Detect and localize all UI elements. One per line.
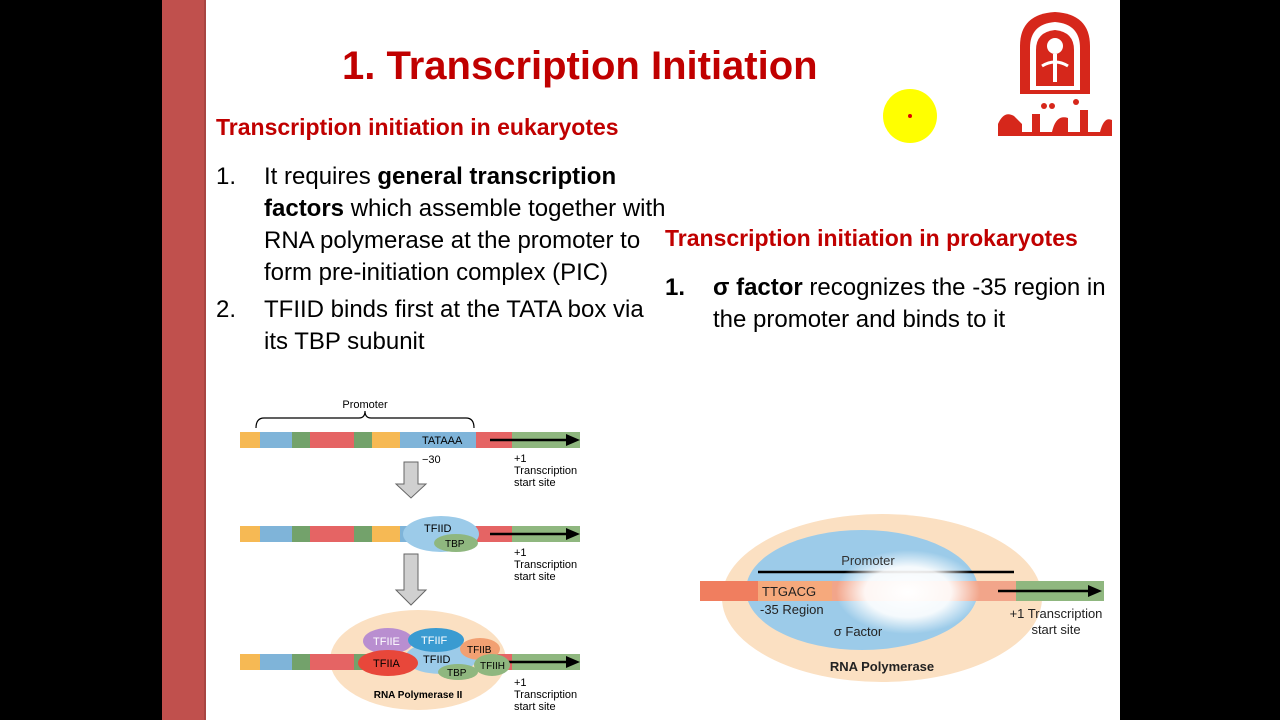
item-bold-text: general transcription factors — [264, 163, 617, 222]
tbp-shape — [434, 534, 478, 552]
laser-pointer-highlight — [883, 89, 937, 143]
ttgacg-label: TTGACG — [762, 584, 816, 599]
start-site-label-line3: start site — [514, 477, 556, 489]
pointer-dot — [908, 114, 912, 118]
item-text: It requires — [264, 163, 378, 190]
eukaryotic-initiation-diagram: Promoter TATAAA −30 +1 Transcription sta… — [240, 399, 580, 713]
start-site-label-line1: +1 Transcription — [1010, 606, 1103, 621]
tfiif-shape — [408, 628, 464, 652]
promoter-brace — [255, 410, 475, 429]
start-site-label-line1: +1 — [514, 677, 527, 689]
university-logo-icon — [992, 6, 1118, 142]
slide-title: 1. Transcription Initiation — [342, 44, 818, 88]
item-number: 1. — [665, 274, 686, 301]
prokaryotes-list: 1. σ factor recognizes the -35 region in… — [665, 272, 1110, 341]
start-site-label-line3: start site — [514, 701, 556, 713]
promoter-label: Promoter — [841, 553, 895, 568]
arrowhead-icon — [566, 656, 580, 668]
tbp-label: TBP — [447, 668, 467, 679]
tbp-shape — [438, 664, 478, 680]
start-site-label-line1: +1 — [514, 547, 527, 559]
item-number: 1. — [216, 163, 237, 190]
item-text: recognizes the -35 region in the promote… — [713, 274, 1106, 333]
item-bold-text: σ factor — [713, 274, 803, 301]
start-site-label-line1: +1 — [514, 453, 527, 465]
start-site-label-line2: start site — [1031, 622, 1080, 637]
arrowhead-icon — [1088, 585, 1102, 597]
side-bar — [162, 0, 206, 720]
down-arrow-icon — [394, 461, 428, 499]
tfiif-label: TFIIF — [421, 635, 448, 647]
tfiie-shape — [363, 628, 413, 654]
prokaryotes-heading: Transcription initiation in prokaryotes — [665, 225, 1078, 251]
tfiid-label: TFIID — [424, 523, 452, 535]
start-site-label-line2: Transcription — [514, 465, 577, 477]
dna-strand-1 — [240, 432, 580, 448]
rna-polymerase-ii-label: RNA Polymerase II — [374, 690, 463, 701]
tfiid-label: TFIID — [423, 654, 451, 666]
minus35-region-label: -35 Region — [760, 602, 824, 617]
tfiia-label: TFIIA — [373, 658, 401, 670]
item-text-tail: which assemble together with RNA polymer… — [264, 195, 666, 286]
tfiia-shape — [358, 650, 418, 676]
minus-30-label: −30 — [422, 454, 441, 466]
item-text: TFIID binds first at the TATA box via it… — [264, 296, 644, 355]
arrowhead-icon — [566, 434, 580, 446]
start-site-label-line2: Transcription — [514, 559, 577, 571]
eukaryotes-heading: Transcription initiation in eukaryotes — [216, 114, 619, 140]
start-site-label-line3: start site — [514, 571, 556, 583]
dna-upstream-segment — [700, 581, 758, 601]
tata-box-label: TATAAA — [422, 435, 463, 447]
prokaryotes-item-1: 1. σ factor recognizes the -35 region in… — [665, 272, 1110, 336]
item-number: 2. — [216, 296, 237, 323]
tbp-label: TBP — [445, 539, 465, 550]
tfiih-shape — [474, 654, 510, 676]
binding-glow — [836, 550, 980, 634]
tfiib-label: TFIIB — [467, 645, 492, 656]
down-arrow-icon — [394, 553, 428, 606]
start-site-label-line2: Transcription — [514, 689, 577, 701]
arrowhead-icon — [566, 528, 580, 540]
sigma-factor-label: σ Factor — [834, 624, 883, 639]
minus35-region-segment — [758, 581, 832, 601]
rna-polymerase-label: RNA Polymerase — [830, 659, 934, 674]
eukaryotes-item-1: 1. It requires general transcription fac… — [216, 161, 666, 289]
slide: 1. Transcription Initiation Transcriptio… — [162, 0, 1120, 720]
prokaryotic-initiation-diagram: Promoter TTGACG -35 Region σ Factor RNA … — [700, 514, 1104, 682]
eukaryotes-item-2: 2. TFIID binds first at the TATA box via… — [216, 294, 666, 358]
eukaryotes-list: 1. It requires general transcription fac… — [216, 161, 666, 363]
promoter-label: Promoter — [342, 399, 388, 411]
tfiih-label: TFIIH — [480, 661, 505, 672]
tfiie-label: TFIIE — [373, 636, 400, 648]
